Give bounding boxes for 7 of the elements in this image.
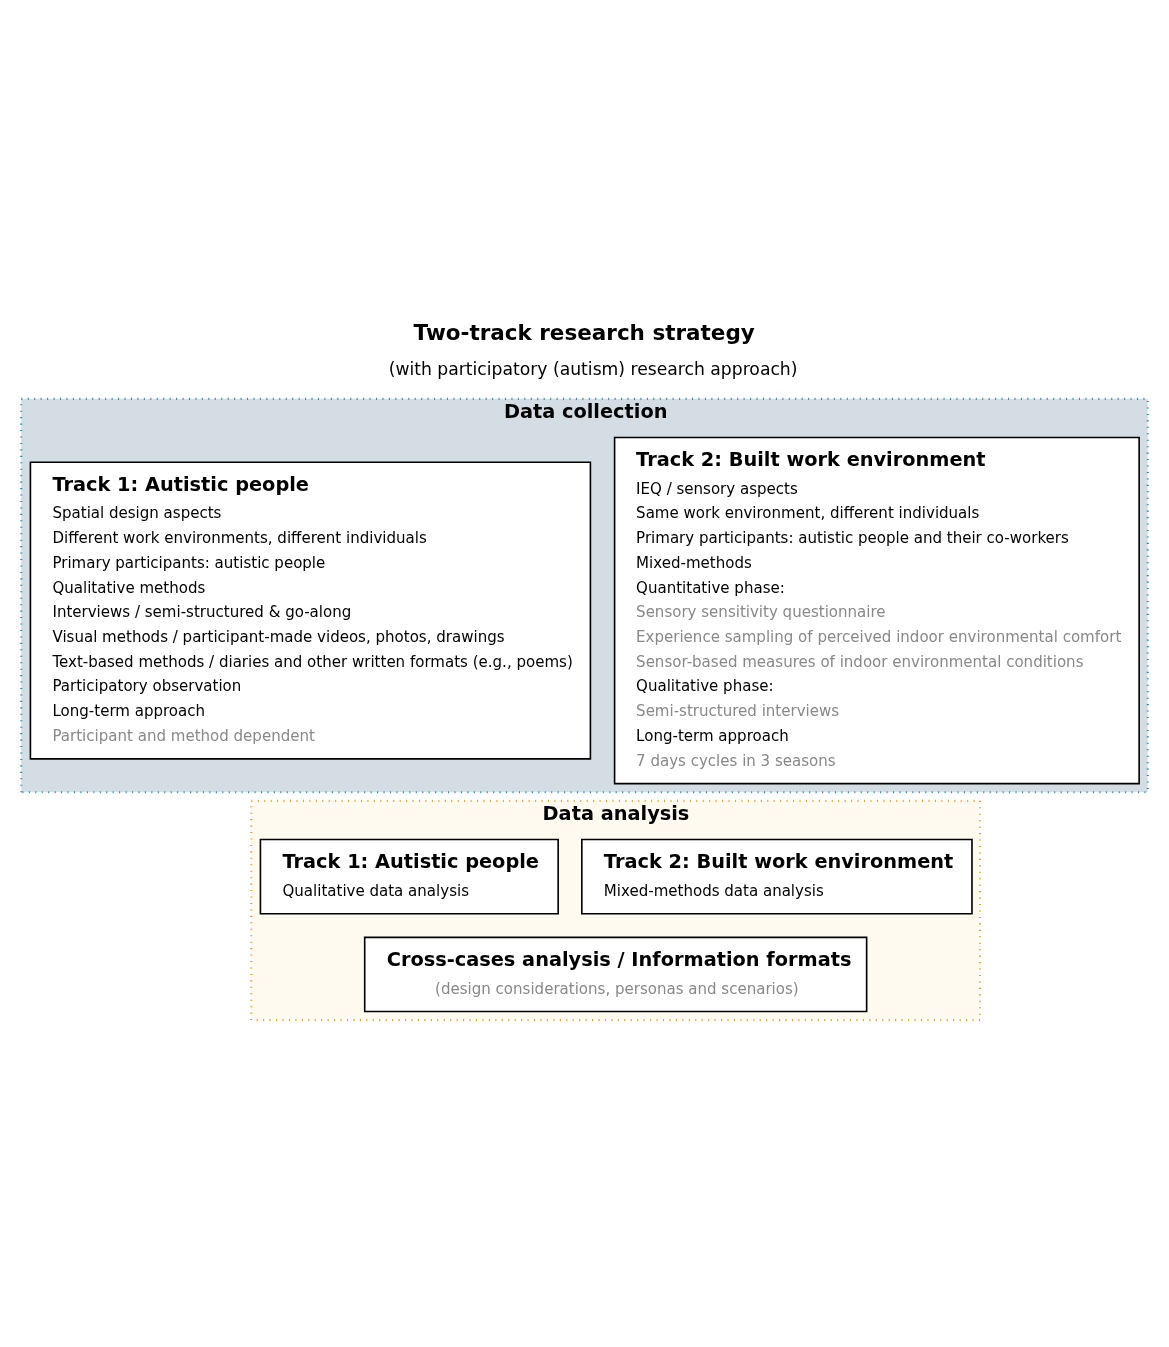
node-box: Track 2: Built work environment IEQ / sensory aspects Same work environment, different individuals Primary participants: autistic people and their co-workers Mixed-methods Quantitative phase: Sensory sensitivity questionnaire Experience sampling of perceived indoor environmental comfort Sensor-based measures of indoor environmental conditions Qualitative phase: Semi-structured interviews Long-term approach 7 days cycles in 3 seasons	[613, 436, 1140, 784]
diagram-title: Two-track research strategy	[413, 319, 755, 345]
node-box: Track 1: Autistic people Spatial design aspects Different work environments, different individuals Primary participants: autistic people Qualitative methods Interviews / semi-structured & go-along Visual methods / participant-made videos, photos, drawings Text-based methods / diaries and other written formats (e.g., poems) Participatory observation Long-term approach Participant and method dependent	[29, 460, 592, 760]
node-box: Track 1: Autistic people Qualitative data analysis	[259, 838, 559, 914]
node-box: Track 2: Built work environment Mixed-methods data analysis	[581, 838, 973, 914]
node-box: Cross-cases analysis / Information formats (design considerations, personas and scenarios)	[363, 936, 868, 1012]
label: (with participatory (autism) research approach)	[388, 358, 798, 379]
